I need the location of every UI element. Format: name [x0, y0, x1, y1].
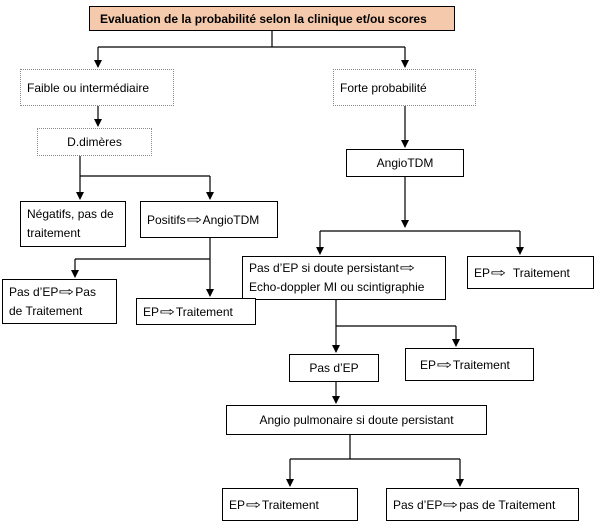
no-pe-doubt-line1: Pas d’EP si doute persistant	[249, 261, 399, 275]
no-pe-doubt-box: Pas d’EP si doute persistant⇨ Echo-doppl…	[242, 256, 446, 300]
pe-bottom-pre: EP	[229, 497, 246, 512]
angiotdm-label: AngioTDM	[376, 156, 434, 170]
arrow-icon: ⇨	[399, 260, 415, 275]
negative-box: Négatifs, pas de traitement	[20, 201, 126, 247]
ddimers-box: D.dimères	[37, 128, 152, 156]
high-probability-label: Forte probabilité	[340, 80, 427, 95]
no-pe-bottom-box: Pas d’EP ⇨ pas de Traitement	[386, 488, 579, 521]
arrow-icon: ⇨	[490, 264, 507, 280]
no-pe-label: Pas d’EP	[309, 361, 359, 375]
no-pe-doubt-line2: Echo-doppler MI ou scintigraphie	[249, 280, 425, 294]
pe-mid-box: EP ⇨ Traitement	[136, 298, 256, 325]
pe-low-box: EP ⇨ Traitement	[405, 348, 534, 381]
positive-box: Positifs ⇨ AngioTDM	[140, 201, 278, 238]
pe-bottom-post: Traitement	[261, 497, 319, 512]
arrow-icon: ⇨	[245, 496, 262, 512]
angio-pulm-label: Angio pulmonaire si doute persistant	[259, 413, 454, 427]
positive-pre: Positifs	[147, 212, 186, 227]
no-pe-box: Pas d’EP	[289, 354, 379, 382]
no-pe-left-post1: Pas	[75, 284, 96, 299]
no-pe-bottom-pre: Pas d’EP	[393, 497, 443, 512]
high-probability-box: Forte probabilité	[333, 69, 476, 106]
arrow-icon: ⇨	[186, 211, 202, 227]
no-pe-left-line2: de Traitement	[9, 303, 83, 318]
pe-right-box: EP ⇨ Traitement	[467, 256, 594, 289]
title-text: Evaluation de la probabilité selon la cl…	[100, 11, 427, 26]
no-pe-left-box: Pas d’EP⇨Pas de Traitement	[2, 279, 117, 324]
arrow-icon: ⇨	[436, 356, 453, 372]
negative-line2: traitement	[27, 226, 81, 240]
negative-line1: Négatifs, pas de	[27, 207, 114, 221]
arrow-icon: ⇨	[59, 283, 75, 299]
angiotdm-box: AngioTDM	[346, 149, 464, 177]
angio-pulm-box: Angio pulmonaire si doute persistant	[226, 405, 487, 435]
low-intermediate-box: Faible ou intermédiaire	[20, 69, 174, 106]
arrow-icon: ⇨	[159, 303, 176, 319]
pe-right-post: Traitement	[512, 265, 570, 280]
low-intermediate-label: Faible ou intermédiaire	[27, 80, 150, 95]
ddimers-label: D.dimères	[67, 135, 122, 149]
no-pe-bottom-post: pas de Traitement	[459, 497, 556, 512]
pe-mid-post: Traitement	[175, 304, 233, 319]
title-box: Evaluation de la probabilité selon la cl…	[89, 6, 455, 31]
pe-low-post: Traitement	[452, 357, 510, 372]
pe-mid-pre: EP	[143, 304, 160, 319]
arrow-icon: ⇨	[443, 496, 459, 512]
pe-right-pre: EP	[474, 265, 491, 280]
pe-low-pre: EP	[420, 357, 437, 372]
no-pe-left-pre: Pas d’EP	[9, 284, 59, 299]
pe-bottom-box: EP ⇨ Traitement	[222, 488, 358, 521]
positive-post: AngioTDM	[202, 212, 260, 227]
